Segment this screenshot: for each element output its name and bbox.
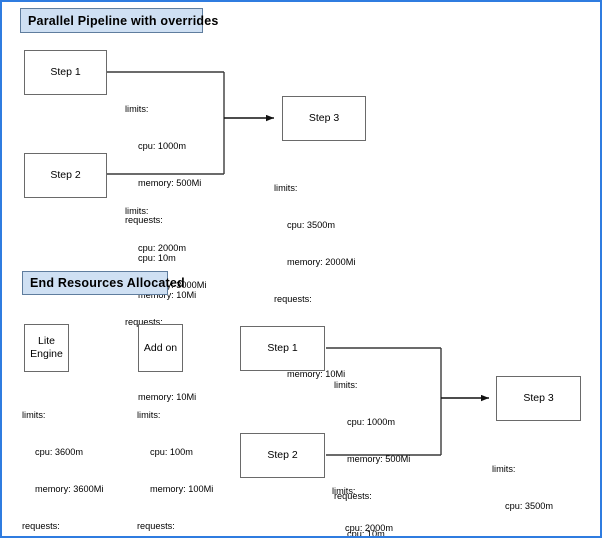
requests-cpu: cpu: 10m — [138, 252, 176, 263]
limits-memory: memory: 2000Mi — [287, 257, 356, 268]
node-top-step2[interactable]: Step 2 — [24, 153, 107, 198]
node-lite-engine-label: Lite Engine — [30, 335, 63, 360]
resources-bottom-step2: limits: cpu: 2000m memory: 3000Mi reques… — [332, 460, 413, 536]
node-bottom-step1-label: Step 1 — [267, 342, 298, 354]
node-bottom-step3-label: Step 3 — [523, 392, 554, 404]
section-title-parallel-pipeline: Parallel Pipeline with overrides — [20, 8, 218, 33]
limits-memory: memory: 3600Mi — [35, 484, 104, 495]
node-top-step1-label: Step 1 — [50, 66, 81, 78]
limits-memory: memory: 100Mi — [150, 484, 214, 495]
node-lite-engine[interactable]: Lite Engine — [24, 324, 69, 372]
node-add-on-label: Add on — [143, 341, 178, 354]
limits-cpu: cpu: 1000m — [347, 417, 396, 428]
limits-header: limits: — [125, 205, 149, 216]
resources-bottom-step3: limits: cpu: 3500m memory: 2000Mi reques… — [492, 438, 573, 536]
node-bottom-step2[interactable]: Step 2 — [240, 433, 325, 478]
limits-cpu: cpu: 3500m — [505, 501, 554, 512]
limits-cpu: cpu: 2000m — [345, 523, 394, 534]
requests-header: requests: — [125, 215, 163, 226]
limits-header: limits: — [22, 409, 46, 420]
node-top-step1[interactable]: Step 1 — [24, 50, 107, 95]
requests-header: requests: — [137, 521, 175, 532]
limits-header: limits: — [137, 409, 161, 420]
requests-header: requests: — [274, 294, 312, 305]
node-bottom-step2-label: Step 2 — [267, 449, 298, 461]
node-top-step2-label: Step 2 — [50, 169, 81, 181]
node-top-step3-label: Step 3 — [308, 112, 340, 124]
limits-memory: memory: 500Mi — [347, 454, 411, 465]
limits-cpu: cpu: 1000m — [138, 141, 187, 152]
node-bottom-step3[interactable]: Step 3 — [496, 376, 581, 421]
requests-header: requests: — [334, 491, 372, 502]
node-add-on[interactable]: Add on — [138, 324, 183, 372]
limits-cpu: cpu: 2000m — [138, 243, 187, 254]
limits-header: limits: — [332, 485, 356, 496]
requests-memory: memory: 10Mi — [287, 368, 346, 379]
limits-header: limits: — [125, 103, 149, 114]
limits-header: limits: — [334, 379, 358, 390]
requests-memory: memory: 10Mi — [138, 391, 197, 402]
node-bottom-step1[interactable]: Step 1 — [240, 326, 325, 371]
limits-cpu: cpu: 100m — [150, 447, 193, 458]
resources-bottom-step1: limits: cpu: 1000m memory: 500Mi request… — [334, 354, 411, 538]
limits-memory: memory: 500Mi — [138, 178, 202, 189]
resources-add-on: limits: cpu: 100m memory: 100Mi requests… — [137, 384, 214, 536]
limits-cpu: cpu: 3500m — [287, 220, 336, 231]
limits-cpu: cpu: 3600m — [35, 447, 84, 458]
section-title-end-resources-allocated: End Resources Allocated — [22, 271, 185, 295]
node-top-step3[interactable]: Step 3 — [282, 96, 366, 141]
requests-header: requests: — [22, 521, 60, 532]
limits-header: limits: — [492, 463, 516, 474]
requests-header: requests: — [125, 317, 163, 328]
resources-lite-engine: limits: cpu: 3600m memory: 3600Mi reques… — [22, 384, 104, 536]
limits-header: limits: — [274, 182, 298, 193]
requests-cpu: cpu: 10m — [347, 528, 385, 538]
